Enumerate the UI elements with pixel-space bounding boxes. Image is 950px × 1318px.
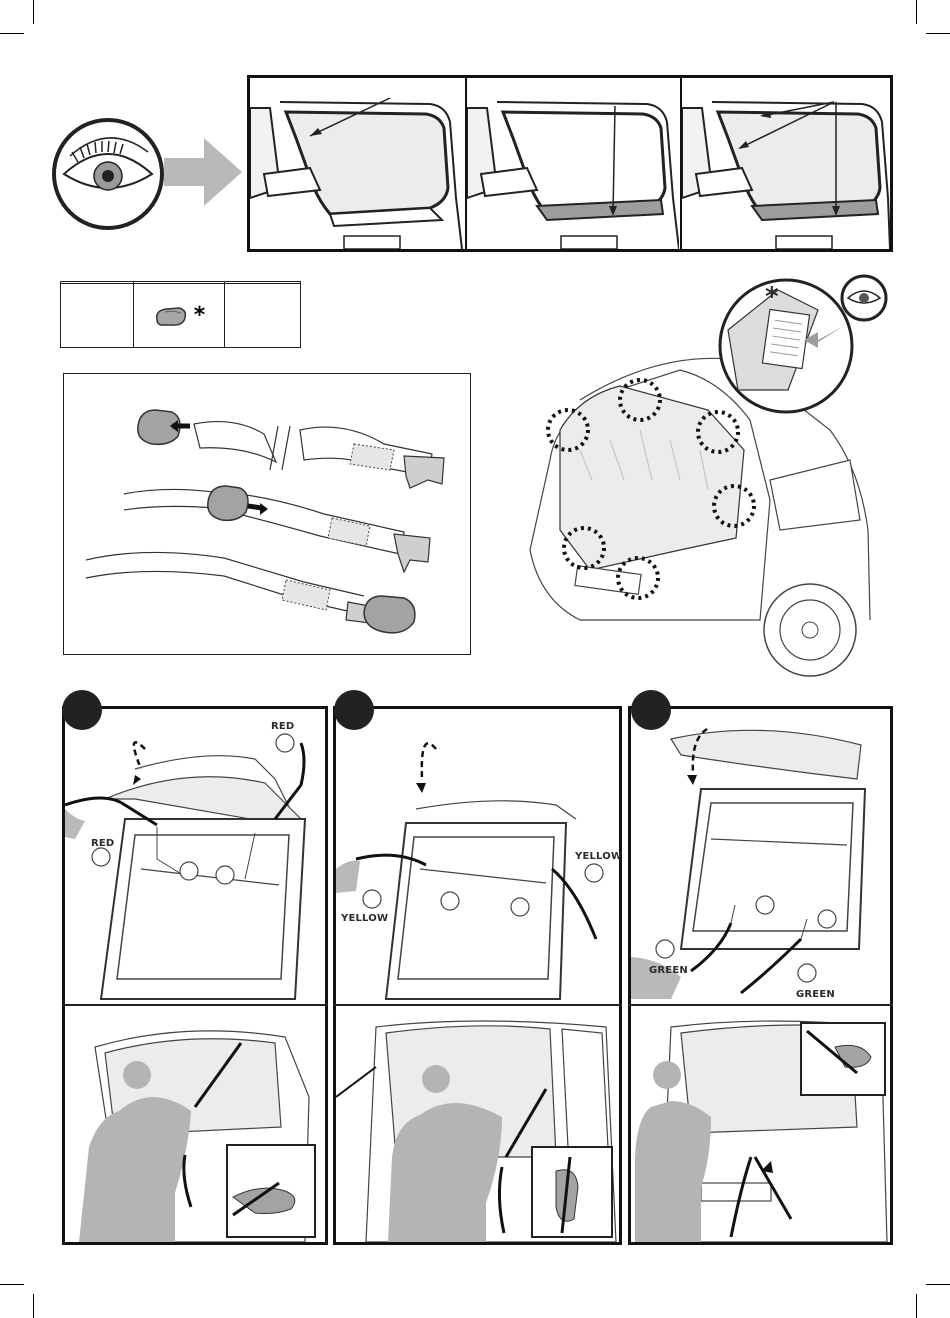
panel-window-both bbox=[682, 78, 890, 249]
inspect-eye-illustration bbox=[52, 112, 252, 242]
step-divider bbox=[62, 1004, 328, 1006]
asterisk-icon: * bbox=[765, 282, 779, 312]
crop-mark bbox=[926, 33, 950, 34]
crop-mark bbox=[33, 0, 34, 24]
strap-color-label: YELLOW bbox=[341, 913, 388, 924]
step-open-boot-illustration bbox=[631, 709, 890, 1003]
step-open-boot-illustration bbox=[65, 709, 325, 1003]
step-fit-cover-illustration bbox=[336, 1007, 619, 1242]
strap-color-label: RED bbox=[91, 838, 114, 849]
parts-table-cell bbox=[61, 284, 134, 348]
crop-mark bbox=[0, 33, 24, 34]
parts-table: * bbox=[60, 281, 301, 348]
asterisk-icon: * bbox=[194, 303, 206, 328]
strap-color-label: GREEN bbox=[796, 989, 835, 1000]
crop-mark bbox=[926, 1284, 950, 1285]
crop-mark bbox=[916, 0, 917, 24]
crop-mark bbox=[0, 1284, 24, 1285]
parts-table-cell: * bbox=[134, 284, 224, 348]
step-divider bbox=[333, 1004, 622, 1006]
strap-color-label: RED bbox=[271, 721, 294, 732]
strap-color-label: GREEN bbox=[649, 965, 688, 976]
panel-window-full bbox=[250, 78, 464, 249]
eye-icon bbox=[842, 276, 886, 320]
eye-icon bbox=[54, 120, 162, 228]
crop-mark bbox=[33, 1294, 34, 1318]
parts-table-cell bbox=[224, 284, 300, 348]
inset-label-detail bbox=[708, 270, 898, 416]
clip-icon bbox=[153, 304, 189, 328]
step-fit-cover-illustration bbox=[631, 1007, 890, 1242]
strap-color-label: YELLOW bbox=[575, 851, 622, 862]
arrow-right-icon bbox=[164, 138, 242, 206]
step-divider bbox=[628, 1004, 893, 1006]
crop-mark bbox=[916, 1294, 917, 1318]
panel-window-bottom bbox=[467, 78, 679, 249]
strap-assembly-illustration bbox=[64, 374, 470, 654]
step-fit-cover-illustration bbox=[65, 1007, 325, 1242]
